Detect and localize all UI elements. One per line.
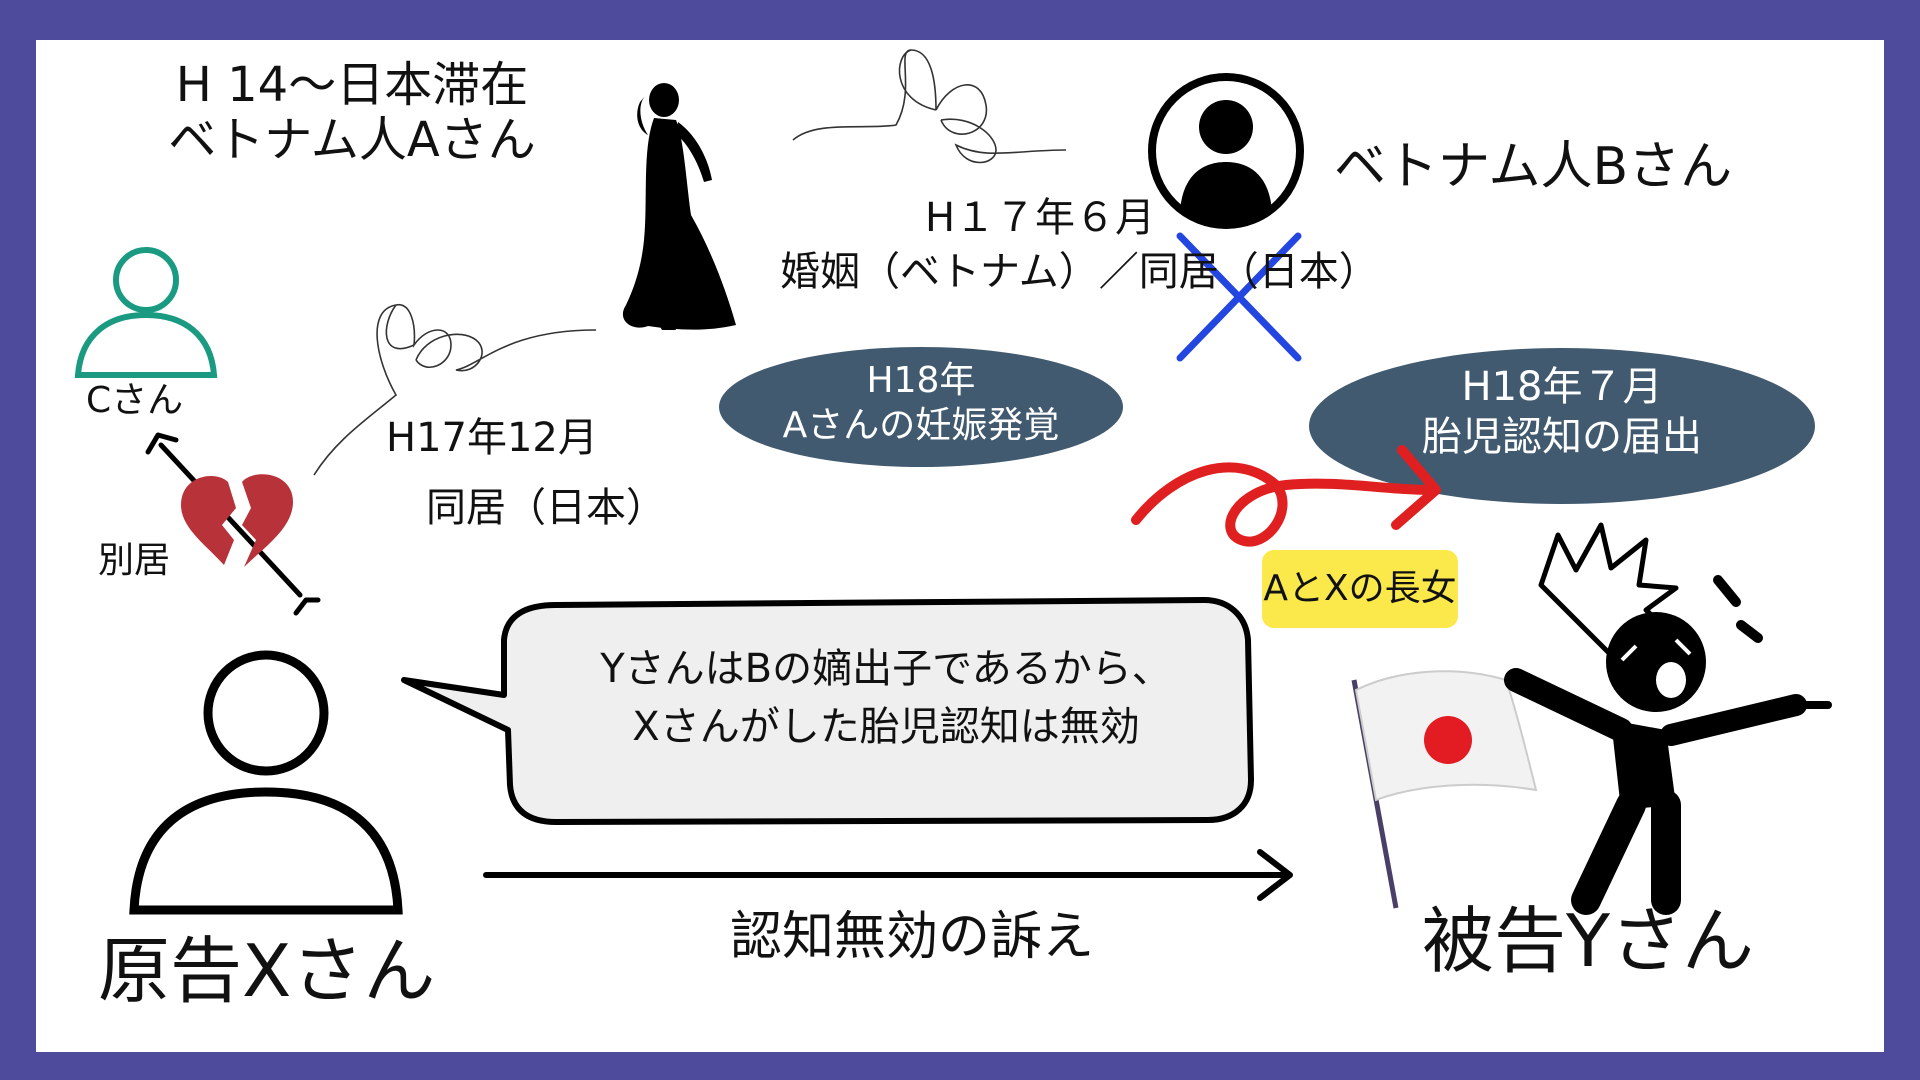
blue-cross-icon [1176, 232, 1302, 362]
badge-label: AとXの長女 [1263, 568, 1457, 609]
fetal-recognition-label: H18年７月 胎児認知の届出 [1332, 362, 1792, 462]
pregnancy-ellipse [719, 347, 1123, 467]
fetal-recognition-line2: 胎児認知の届出 [1422, 414, 1702, 460]
speech-bubble-shape [401, 597, 1254, 825]
person-a-line1: H 14〜日本滞在 [175, 57, 529, 113]
badge-background [1262, 550, 1458, 628]
cohabitation-date: H17年12月 [386, 415, 598, 461]
lawsuit-arrow-icon [483, 849, 1293, 901]
woman-silhouette-icon [622, 83, 736, 330]
pregnancy-line2: Aさんの妊娠発覚 [782, 405, 1060, 446]
cohabitation-event: 同居（日本） [426, 485, 666, 531]
fetal-recognition-line1: H18年７月 [1461, 364, 1663, 410]
person-c-label: Cさん [86, 380, 184, 421]
marriage-label: H１７年６月 婚姻（ベトナム）／同居（日本） [780, 195, 1379, 295]
pregnancy-label: H18年 Aさんの妊娠発覚 [736, 358, 1106, 448]
marriage-date: H１７年６月 [924, 195, 1156, 241]
plaintiff-label: 原告Xさん [98, 929, 436, 1013]
diagram-artwork [74, 49, 1832, 915]
heart-doodle-mid-icon [313, 304, 597, 476]
person-b-label: ベトナム人Bさん [1334, 137, 1733, 197]
person-b-avatar-icon [1148, 73, 1304, 229]
speech-line1: YさんはBの嫡出子であるから、 [600, 646, 1172, 692]
plaintiff-x-icon [129, 650, 403, 915]
lawsuit-label: 認知無効の訴え [730, 907, 1095, 967]
heart-doodle-top-icon [792, 49, 1067, 164]
person-c-icon [74, 247, 218, 378]
diagram-canvas: H 14〜日本滞在 ベトナム人Aさん ベトナム人Bさん H１７年６月 婚姻（ベト… [36, 40, 1884, 1052]
pregnancy-line1: H18年 [866, 360, 976, 401]
defendant-label: 被告Yさん [1422, 899, 1754, 983]
speech-line2: Xさんがした胎児認知は無効 [632, 704, 1140, 750]
person-a-label: H 14〜日本滞在 ベトナム人Aさん [132, 57, 572, 169]
japan-flag-icon [1351, 670, 1538, 909]
red-curly-arrow-icon [1131, 445, 1441, 547]
speech-text: YさんはBの嫡出子であるから、 Xさんがした胎児認知は無効 [536, 640, 1236, 756]
defendant-y-icon [1504, 522, 1832, 915]
person-a-line2: ベトナム人Aさん [168, 112, 536, 169]
marriage-event: 婚姻（ベトナム）／同居（日本） [780, 249, 1379, 295]
broken-link-icon [145, 432, 321, 616]
broken-heart-icon [181, 474, 294, 567]
fetal-recognition-ellipse [1309, 348, 1815, 504]
separation-label: 別居 [98, 540, 171, 581]
